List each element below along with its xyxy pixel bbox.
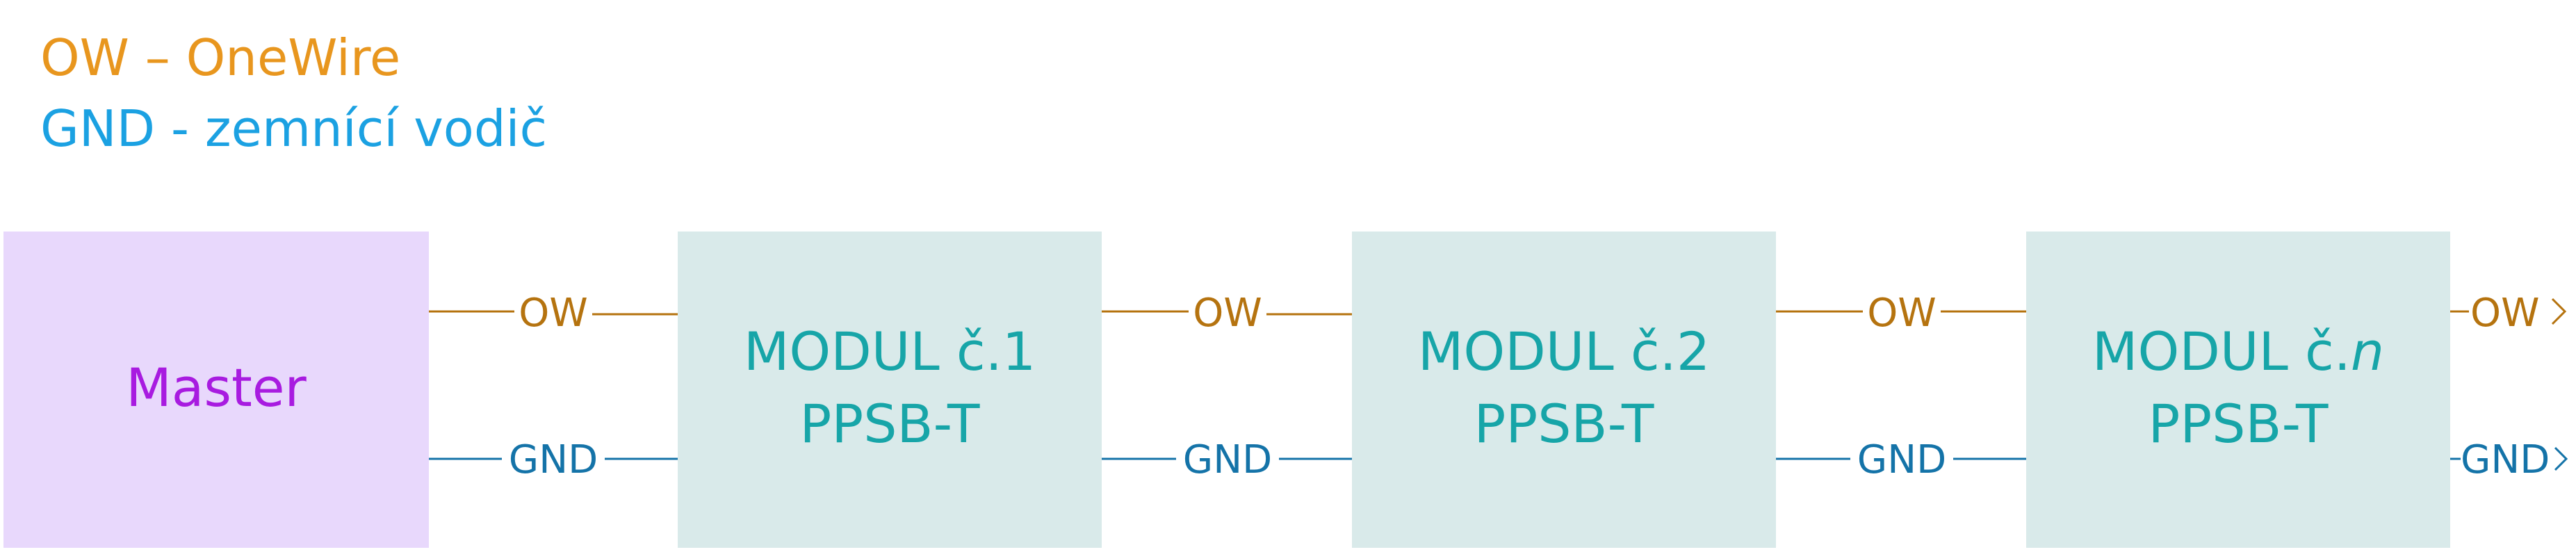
- ow-arrow-icon: [2551, 298, 2567, 325]
- gnd-wire-label-2: GND: [1183, 437, 1272, 482]
- ow-wire-label-4: OW: [2470, 291, 2539, 336]
- gnd-wire-label-4: GND: [2461, 437, 2550, 482]
- master-box: [3, 232, 429, 548]
- gnd-wire-label-1: GND: [509, 437, 598, 482]
- module-2-type: PPSB-T: [1474, 393, 1654, 455]
- module-n-title: MODUL č.n: [2092, 320, 2384, 382]
- gnd-arrow-icon: [2554, 446, 2568, 471]
- legend-ow: OW – OneWire: [40, 29, 400, 87]
- module-box-2: [1352, 232, 1776, 548]
- module-box-1: [678, 232, 1102, 548]
- ow-wire-label-3: OW: [1867, 291, 1936, 336]
- gnd-wire-label-3: GND: [1857, 437, 1946, 482]
- module-box-n: [2026, 232, 2450, 548]
- module-1-type: PPSB-T: [800, 393, 980, 455]
- legend-gnd: GND - zemnící vodič: [40, 99, 547, 158]
- module-1-title: MODUL č.1: [744, 320, 1036, 382]
- ow-wire-label-1: OW: [519, 291, 587, 336]
- master-label: Master: [126, 357, 307, 419]
- ow-wire-label-2: OW: [1193, 291, 1262, 336]
- module-n-title-var: n: [2351, 320, 2384, 382]
- module-2-title: MODUL č.2: [1418, 320, 1710, 382]
- module-n-title-prefix: MODUL č.: [2092, 320, 2351, 382]
- module-n-type: PPSB-T: [2149, 393, 2329, 455]
